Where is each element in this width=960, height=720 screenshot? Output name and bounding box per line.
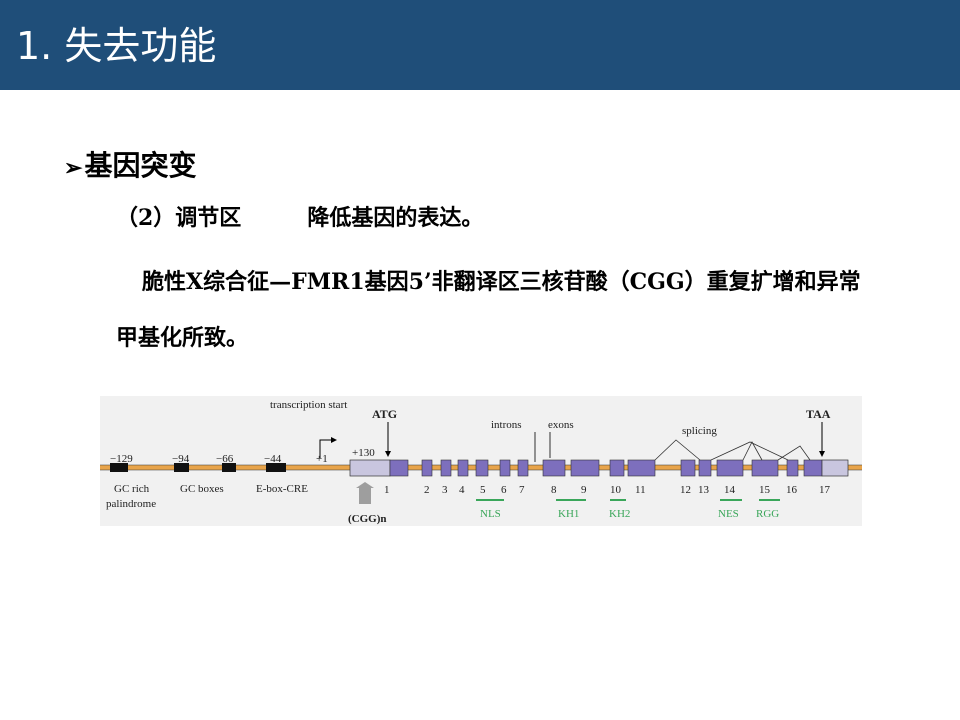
exon-number: 11	[635, 484, 646, 496]
domain-label: NES	[718, 508, 739, 520]
sub-point: （2）调节区 降低基因的表达。	[116, 200, 483, 236]
utr-5prime	[349, 459, 391, 477]
position-label: −129	[110, 453, 133, 465]
slide-title: 1. 失去功能	[16, 24, 217, 68]
promoter-box	[266, 463, 286, 472]
element-label: E-box-CRE	[256, 483, 308, 495]
exon-block	[440, 459, 452, 477]
promoter-box	[110, 463, 128, 472]
exon-number: 3	[442, 484, 448, 496]
position-label: +1	[316, 453, 328, 465]
bullet-heading: ➢基因突变	[64, 146, 196, 188]
element-label: GC boxes	[180, 483, 224, 495]
exon-number: 8	[551, 484, 557, 496]
exon-block	[716, 459, 744, 477]
exon-block	[389, 459, 409, 477]
arrow-bullet-icon: ➢	[64, 155, 83, 181]
exons-label: exons	[548, 419, 574, 431]
fragile-x-paragraph: 脆性X综合征—FMR1基因5’非翻译区三核苷酸（CGG）重复扩增和异常甲基化所致…	[116, 269, 861, 351]
sub-point-text: 降低基因的表达。	[307, 205, 484, 231]
exon-block	[609, 459, 625, 477]
utr-3prime	[821, 459, 849, 477]
exon-block	[421, 459, 433, 477]
exon-number: 10	[610, 484, 622, 496]
exon-block	[627, 459, 656, 477]
exon-number: 6	[501, 484, 507, 496]
exon-number: 1	[384, 484, 390, 496]
exon-number: 12	[680, 484, 691, 496]
domain-label: NLS	[480, 508, 501, 520]
domain-label: KH1	[558, 508, 579, 520]
exon-number: 13	[698, 484, 710, 496]
exon-number: 14	[724, 484, 736, 496]
exon-block	[542, 459, 566, 477]
taa-label: TAA	[806, 407, 831, 421]
exon-number: 15	[759, 484, 771, 496]
atg-label: ATG	[372, 407, 397, 421]
exon-number: 7	[519, 484, 525, 496]
exon-block	[517, 459, 529, 477]
exon-block	[499, 459, 511, 477]
position-label: +130	[352, 447, 375, 459]
exon-number: 16	[786, 484, 798, 496]
exon-block	[570, 459, 600, 477]
splicing-line	[710, 441, 789, 461]
transcription-start-label: transcription start	[270, 399, 347, 411]
position-label: −44	[264, 453, 282, 465]
exon-block	[698, 459, 712, 477]
exon-blocks	[389, 459, 823, 477]
bullet-text: 基因突变	[84, 149, 197, 182]
position-label: −66	[216, 453, 234, 465]
exon-block	[803, 459, 823, 477]
exon-number: 4	[459, 484, 465, 496]
splicing-line	[777, 445, 811, 461]
transcription-start-arrow	[319, 437, 337, 458]
exon-number: 17	[819, 484, 831, 496]
domain-label: RGG	[756, 508, 779, 520]
element-label: palindrome	[106, 498, 156, 510]
exon-block	[475, 459, 489, 477]
domain-label: KH2	[609, 508, 630, 520]
splicing-line	[654, 439, 701, 461]
position-label: −94	[172, 453, 190, 465]
sub-point-label: （2）调节区	[116, 205, 242, 231]
fmr1-gene-diagram: −129 −94 −66 −44 +1 GC rich palindrome G…	[100, 396, 862, 526]
element-label: GC rich	[114, 483, 150, 495]
exon-block	[457, 459, 469, 477]
cgg-repeat-label: (CGG)n	[348, 513, 387, 525]
exon-number: 5	[480, 484, 486, 496]
title-bar: 1. 失去功能	[0, 0, 960, 90]
exon-number: 2	[424, 484, 430, 496]
exon-block	[786, 459, 799, 477]
promoter-box	[174, 463, 189, 472]
cgg-repeat-arrow	[356, 482, 374, 504]
splicing-label: splicing	[682, 425, 717, 437]
introns-label: introns	[491, 419, 522, 431]
promoter-box	[222, 463, 236, 472]
exon-block	[751, 459, 779, 477]
exon-block	[680, 459, 696, 477]
exon-number: 9	[581, 484, 587, 496]
splicing-line	[742, 441, 763, 461]
